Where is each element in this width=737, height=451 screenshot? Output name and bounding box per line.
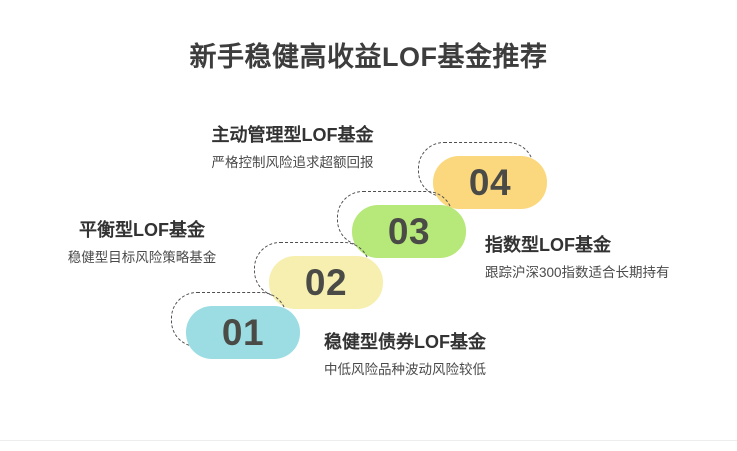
step-chip-04 [433, 156, 547, 209]
step-label-01: 稳健型债券LOF基金 中低风险品种波动风险较低 [324, 330, 486, 380]
page-title: 新手稳健高收益LOF基金推荐 [189, 42, 548, 73]
step-subtitle-02: 稳健型目标风险策略基金 [67, 250, 217, 266]
step-chip-03 [352, 205, 466, 258]
step-label-02: 平衡型LOF基金 稳健型目标风险策略基金 [27, 218, 257, 268]
step-subtitle-03: 严格控制风险追求超额回报 [211, 155, 374, 171]
step-headline-02: 平衡型LOF基金 [79, 220, 205, 240]
step-item-02[interactable]: 02 [254, 242, 383, 309]
step-subtitle-04: 跟踪沪深300指数适合长期持有 [485, 265, 670, 281]
step-subtitle-01: 中低风险品种波动风险较低 [324, 362, 486, 378]
step-headline-01: 稳健型债券LOF基金 [324, 332, 486, 352]
step-headline-04: 指数型LOF基金 [485, 235, 611, 255]
step-item-04[interactable]: 04 [418, 142, 547, 209]
step-item-01[interactable]: 01 [171, 292, 300, 359]
step-chip-01 [186, 306, 300, 359]
bottom-divider [0, 440, 737, 441]
step-label-03: 主动管理型LOF基金 严格控制风险追求超额回报 [170, 123, 415, 173]
step-headline-03: 主动管理型LOF基金 [211, 125, 374, 145]
step-item-03[interactable]: 03 [337, 191, 466, 258]
step-chip-02 [269, 256, 383, 309]
step-label-04: 指数型LOF基金 跟踪沪深300指数适合长期持有 [485, 233, 670, 283]
